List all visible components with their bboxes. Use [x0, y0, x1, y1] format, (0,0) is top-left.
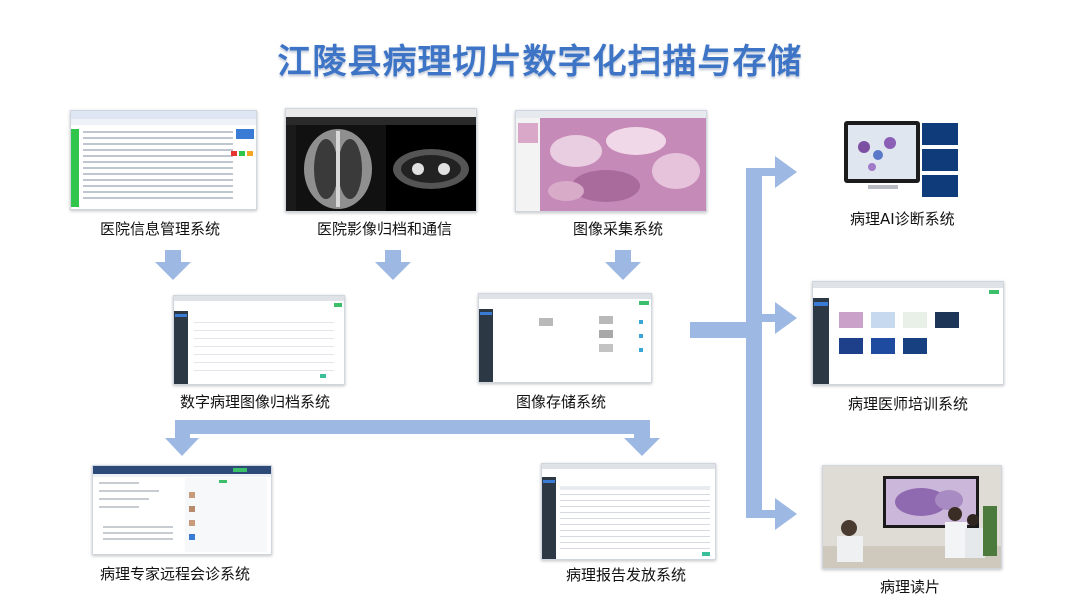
consult-screenshot-graphic	[93, 466, 271, 552]
arrow-archive-split	[165, 420, 660, 456]
his-screenshot-graphic	[71, 111, 256, 207]
archive-screenshot-graphic	[174, 296, 344, 384]
arrow-pacs-to-archive	[375, 250, 411, 280]
ai-screenshot	[838, 113, 960, 201]
consult-screenshot	[92, 465, 272, 555]
training-screenshot	[812, 281, 1004, 385]
capture-label: 图像采集系统	[573, 220, 664, 238]
arrow-capture-to-storage	[605, 250, 641, 280]
pacs-screenshot-graphic	[286, 109, 476, 211]
reading-photo	[822, 465, 1002, 569]
storage-label: 图像存储系统	[516, 393, 607, 411]
archive-screenshot	[173, 295, 345, 385]
capture-screenshot-graphic	[516, 111, 706, 211]
reading-photo-graphic	[823, 466, 1001, 568]
consult-label: 病理专家远程会诊系统	[100, 565, 251, 583]
page-title: 江陵县病理切片数字化扫描与存储	[277, 42, 803, 82]
reading-label: 病理读片	[880, 578, 941, 596]
ai-label: 病理AI诊断系统	[850, 210, 955, 228]
pacs-label: 医院影像归档和通信	[317, 220, 453, 238]
training-label: 病理医师培训系统	[848, 395, 969, 413]
capture-screenshot	[515, 110, 707, 212]
archive-label: 数字病理图像归档系统	[180, 393, 331, 411]
his-label: 医院信息管理系统	[100, 220, 221, 238]
report-screenshot-graphic	[542, 464, 715, 559]
report-screenshot	[541, 463, 716, 560]
pacs-screenshot	[285, 108, 477, 212]
ai-monitor-graphic	[844, 121, 958, 197]
report-label: 病理报告发放系统	[566, 566, 687, 584]
his-screenshot	[70, 110, 257, 210]
arrow-his-to-archive	[155, 250, 191, 280]
training-screenshot-graphic	[813, 282, 1003, 384]
storage-screenshot	[478, 293, 652, 383]
storage-screenshot-graphic	[479, 294, 651, 382]
